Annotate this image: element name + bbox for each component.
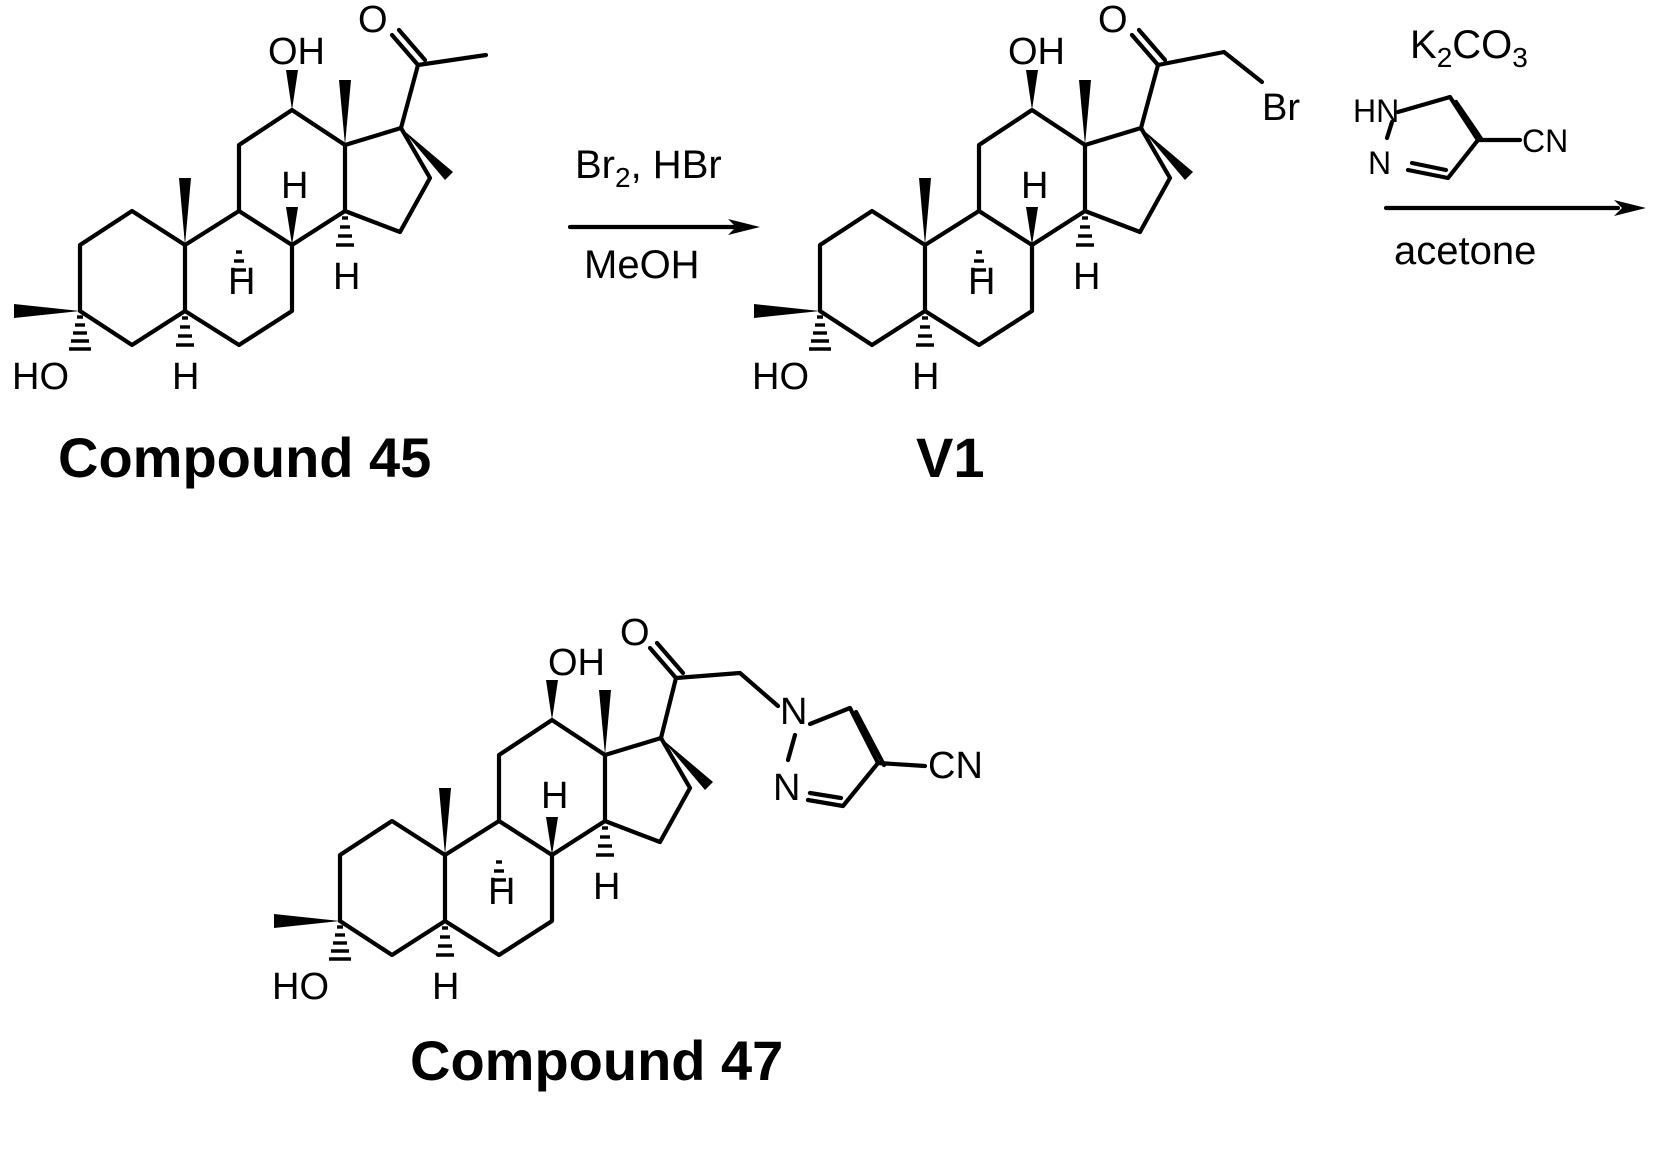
pyrazole-nh-label: HN (1353, 93, 1399, 129)
c3-hydroxyl-label: HO (272, 966, 329, 1008)
pyrazole-n1-label: N (780, 691, 807, 733)
v1-name: V1 (916, 426, 985, 489)
v1-structure: HO OH O Br H H H H V1 (752, 0, 1300, 489)
step-1-reagent-above: Br2, HBr (575, 143, 722, 193)
ketone-oxygen-label: O (358, 0, 388, 41)
ketone-oxygen-label: O (620, 612, 650, 654)
c3-hydroxyl-label: HO (12, 356, 69, 398)
h9-label: H (968, 261, 995, 303)
pyrazole-n2-label: N (773, 767, 800, 809)
compound-45-structure: HO OH O H H H H Compound 45 (12, 0, 486, 489)
h8-label: H (541, 775, 568, 817)
h9-label: H (488, 871, 515, 913)
step-1-solvent-below: MeOH (584, 243, 700, 287)
h5-label: H (912, 356, 939, 398)
c12-hydroxyl-label: OH (1008, 31, 1065, 73)
nitrile-label: CN (928, 745, 983, 787)
c12-hydroxyl-label: OH (548, 642, 605, 684)
compound-47-name: Compound 47 (410, 1029, 783, 1092)
h14-label: H (593, 866, 620, 908)
c12-hydroxyl-label: OH (268, 31, 325, 73)
reaction-step-1: Br2, HBr MeOH (570, 143, 760, 287)
h14-label: H (1073, 256, 1100, 298)
h9-label: H (228, 261, 255, 303)
reagent-nitrile-label: CN (1522, 123, 1568, 159)
h8-label: H (1021, 165, 1048, 207)
pyrazole-n-label: N (1368, 145, 1391, 181)
h5-label: H (172, 356, 199, 398)
c3-hydroxyl-label: HO (752, 356, 809, 398)
step-2-solvent-below: acetone (1394, 229, 1536, 273)
step-2-base-above: K2CO3 (1410, 23, 1528, 73)
h5-label: H (432, 966, 459, 1008)
ketone-oxygen-label: O (1098, 0, 1128, 41)
bromine-label: Br (1262, 87, 1300, 129)
compound-47-structure: HO OH O N N CN H H H H Compound 47 (272, 612, 983, 1092)
h8-label: H (281, 165, 308, 207)
compound-45-name: Compound 45 (58, 426, 431, 489)
pyrazole-reagent: HN N CN (1353, 93, 1568, 181)
reaction-step-2: K2CO3 HN N CN acetone (1353, 23, 1646, 273)
h14-label: H (333, 256, 360, 298)
